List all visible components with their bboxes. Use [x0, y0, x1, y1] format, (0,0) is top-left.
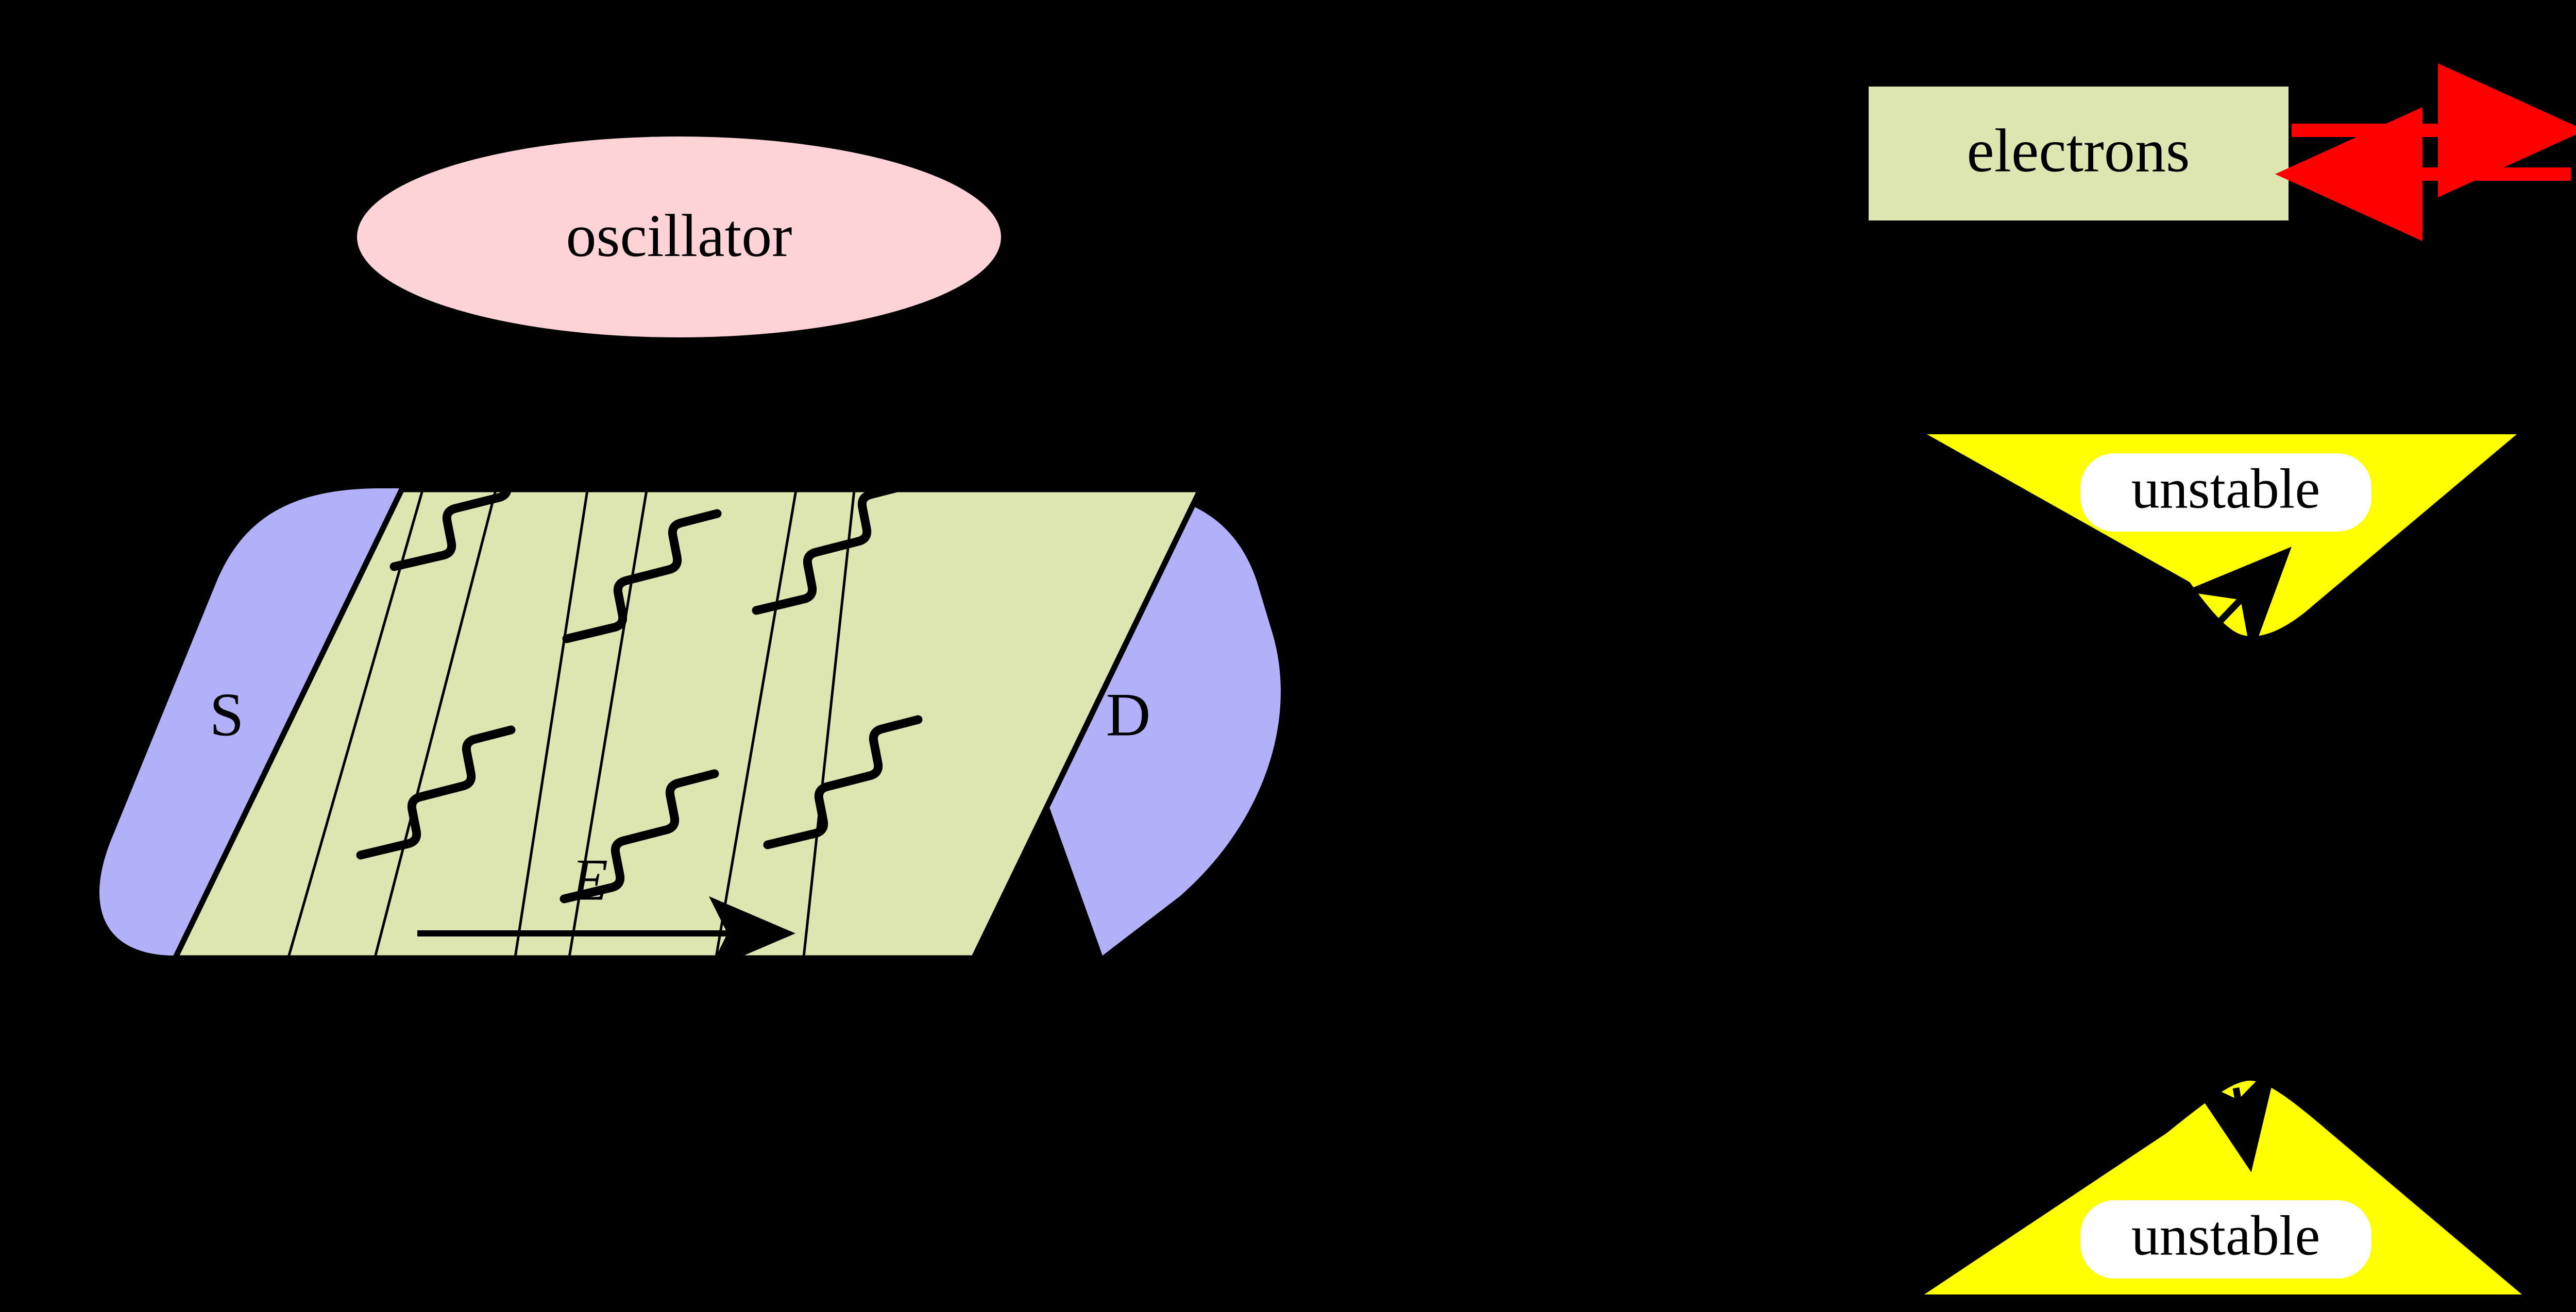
electrons-box: electrons — [1869, 87, 2289, 220]
trajectory-line — [514, 490, 589, 958]
unstable-hill-rolloff-arrow — [2186, 1058, 2279, 1172]
drain-electrode-label: D — [1106, 680, 1151, 749]
oscillation-wave — [560, 769, 719, 904]
trajectory-line — [374, 490, 497, 958]
unstable-hill-label-plate — [2080, 1200, 2371, 1279]
trajectory-line — [802, 490, 856, 958]
channel-shape — [171, 486, 1205, 961]
oscillator-bubble-label: oscillator — [566, 202, 792, 269]
oscillator-bubble: oscillator — [357, 137, 1001, 337]
trajectory-line — [568, 490, 648, 958]
source-electrode-label: S — [210, 680, 244, 749]
trajectory-line — [715, 490, 798, 958]
oscillation-wave — [763, 715, 923, 849]
electric-field-indicator: E — [417, 847, 795, 970]
electron-trajectories — [287, 489, 923, 958]
oscillation-wave — [562, 509, 722, 643]
unstable-valley-label-plate — [2080, 453, 2371, 532]
oscillation-wave — [389, 489, 552, 571]
feedback-arrow-pair — [2275, 63, 2576, 241]
trajectory-lines — [287, 490, 856, 958]
oscillation-wave — [752, 489, 911, 615]
electrons-box-label: electrons — [1967, 116, 2190, 185]
electrons-box-shape — [1869, 87, 2289, 220]
oscillation-wave — [356, 725, 516, 860]
unstable-valley-label: unstable — [2131, 457, 2320, 520]
unstable-valley-escape-arrow — [2183, 547, 2292, 657]
oscillation-waves — [356, 489, 923, 904]
oscillator-bubble-shape — [357, 137, 1001, 337]
unstable-hill-label: unstable — [2131, 1204, 2320, 1267]
electric-field-label: E — [571, 847, 608, 912]
semiconductor-channel — [171, 486, 1205, 961]
unstable-hill-shape — [1924, 1080, 2522, 1294]
unstable-hill: unstable — [1924, 1058, 2522, 1294]
unstable-valley: unstable — [1927, 434, 2517, 657]
